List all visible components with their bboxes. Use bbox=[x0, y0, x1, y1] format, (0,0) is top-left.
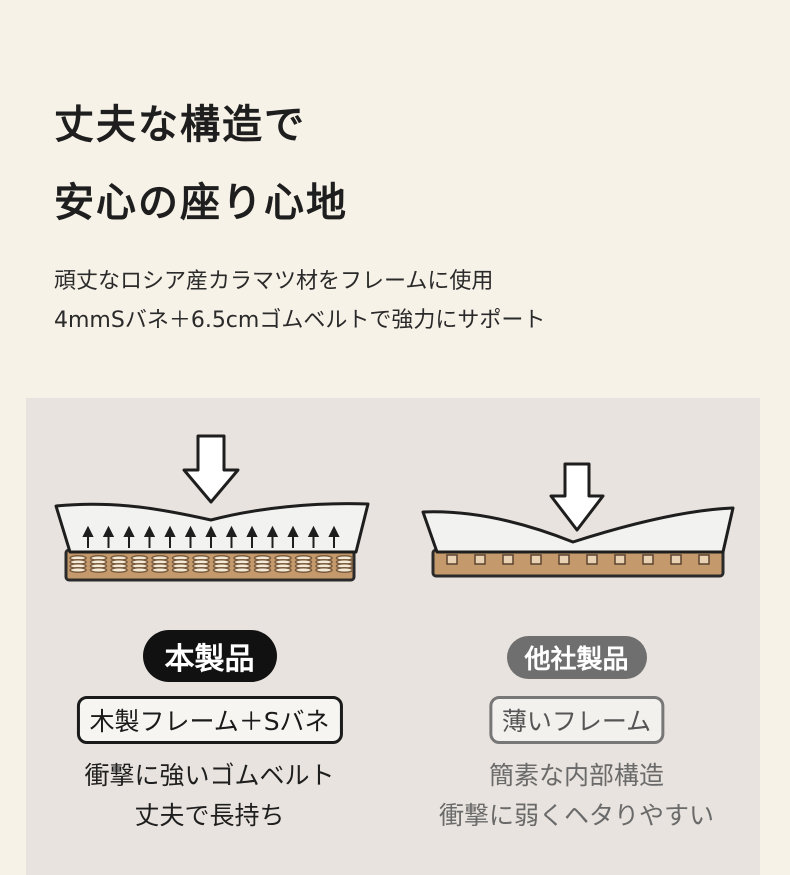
description: 頑丈なロシア産カラマツ材をフレームに使用 4mmSバネ＋6.5cmゴムベルトで強… bbox=[54, 262, 545, 340]
spring-coil bbox=[69, 567, 87, 573]
spring-coil bbox=[192, 567, 210, 573]
description-line-1: 頑丈なロシア産カラマツ材をフレームに使用 bbox=[54, 269, 494, 294]
support-arrow-head bbox=[82, 525, 94, 537]
support-arrow-head bbox=[287, 525, 299, 537]
our-product-badge: 本製品 bbox=[142, 630, 277, 682]
other-product-tag: 薄いフレーム bbox=[488, 696, 665, 744]
frame-slot bbox=[446, 554, 458, 565]
spring-coil bbox=[151, 567, 169, 573]
headline: 丈夫な構造で 安心の座り心地 bbox=[54, 86, 348, 242]
spring-coil bbox=[89, 567, 108, 573]
support-arrow-head bbox=[246, 525, 258, 537]
frame-slot bbox=[670, 554, 682, 565]
support-arrow-head bbox=[143, 525, 156, 537]
other-product-features: 簡素な内部構造 衝撃に弱くヘタりやすい bbox=[393, 756, 760, 836]
frame-slot bbox=[642, 554, 654, 565]
frame-slot bbox=[530, 554, 542, 565]
support-arrow-head bbox=[328, 525, 340, 537]
spring-coil bbox=[274, 567, 292, 573]
frame-slot bbox=[586, 554, 598, 565]
our-feature-line-1: 衝撃に強いゴムベルト bbox=[84, 761, 335, 790]
support-arrow-head bbox=[266, 525, 279, 537]
support-arrow-head bbox=[164, 525, 176, 537]
frame-slot bbox=[558, 554, 570, 565]
headline-line-2: 安心の座り心地 bbox=[54, 180, 348, 226]
spring-coil bbox=[233, 567, 251, 573]
our-feature-line-2: 丈夫で長持ち bbox=[134, 801, 285, 830]
spring-coil bbox=[130, 567, 149, 573]
our-product-column: 本製品 木製フレーム＋Sバネ 衝撃に強いゴムベルト 丈夫で長持ち bbox=[26, 398, 393, 875]
cushion-with-springs-icon bbox=[54, 434, 370, 582]
comparison-panel: 本製品 木製フレーム＋Sバネ 衝撃に強いゴムベルト 丈夫で長持ち 他社製品 薄い… bbox=[26, 398, 760, 875]
our-product-tag: 木製フレーム＋Sバネ bbox=[76, 696, 343, 744]
our-product-features: 衝撃に強いゴムベルト 丈夫で長持ち bbox=[26, 756, 393, 836]
other-product-badge: 他社製品 bbox=[506, 636, 647, 679]
frame-slot bbox=[614, 554, 626, 565]
spring-coil bbox=[294, 567, 313, 573]
description-line-2: 4mmSバネ＋6.5cmゴムベルトで強力にサポート bbox=[54, 308, 546, 333]
spring-coil bbox=[212, 567, 231, 573]
other-feature-line-1: 簡素な内部構造 bbox=[488, 761, 664, 790]
frame-slot bbox=[502, 554, 514, 565]
cushion-sagging-icon bbox=[421, 462, 735, 578]
frame-slot bbox=[698, 554, 710, 565]
support-arrow-head bbox=[123, 525, 135, 537]
headline-line-1: 丈夫な構造で bbox=[54, 102, 306, 148]
support-arrow-head bbox=[307, 525, 320, 537]
other-product-column: 他社製品 薄いフレーム 簡素な内部構造 衝撃に弱くヘタりやすい bbox=[393, 398, 760, 875]
spring-coil bbox=[253, 567, 272, 573]
support-arrow-head bbox=[205, 525, 217, 537]
support-arrow-head bbox=[225, 525, 238, 537]
support-arrow-head bbox=[184, 525, 197, 537]
other-feature-line-2: 衝撃に弱くヘタりやすい bbox=[438, 801, 714, 830]
spring-coil bbox=[171, 567, 190, 573]
support-arrow-head bbox=[102, 525, 115, 537]
spring-coil bbox=[315, 567, 333, 573]
spring-coil bbox=[110, 567, 128, 573]
frame-slot bbox=[474, 554, 486, 565]
spring-coil bbox=[335, 567, 354, 573]
